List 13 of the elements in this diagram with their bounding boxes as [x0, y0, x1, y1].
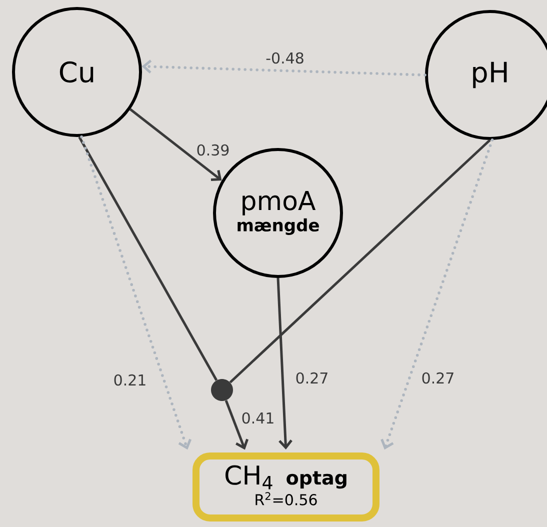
path-arrow — [276, 278, 292, 450]
edge-label: 0.41 — [240, 411, 276, 425]
path-arrow — [80, 135, 192, 450]
edge-label: 0.27 — [420, 371, 456, 385]
junction-dot — [211, 379, 233, 401]
edge-label: 0.21 — [112, 373, 148, 387]
path-arrow — [380, 138, 494, 450]
edge-label: -0.48 — [264, 51, 306, 65]
edge-label: 0.27 — [294, 371, 330, 385]
outcome-box: CH$_{4}$ optag R$^{2}$=0.56 — [192, 452, 380, 522]
path-arrow — [142, 60, 426, 76]
path-arrow — [224, 400, 248, 450]
path-arrow — [129, 108, 222, 181]
